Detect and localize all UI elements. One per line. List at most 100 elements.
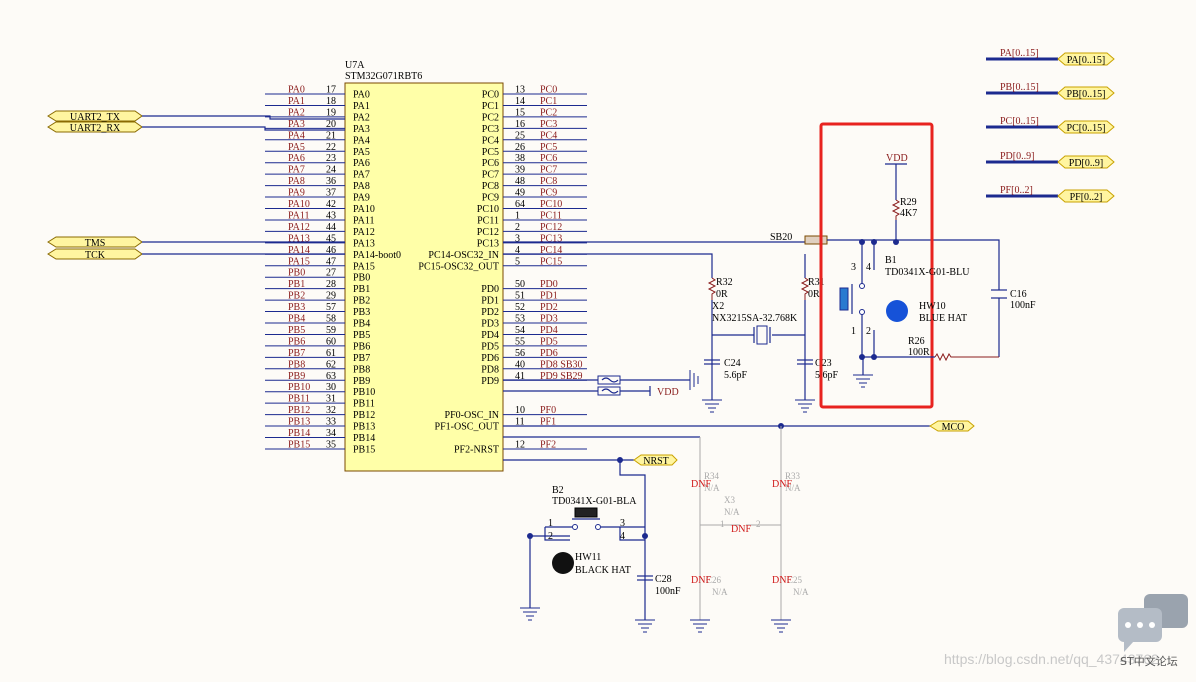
pin-net-label: PB7 [288, 348, 305, 359]
vdd-port-pd9[interactable]: VDD [649, 386, 679, 398]
r29-resistor[interactable] [891, 199, 901, 220]
r31-resistor[interactable] [800, 277, 810, 300]
r26-resistor[interactable] [934, 352, 999, 362]
pin-net-label: PB8 [288, 359, 305, 370]
c24-val: 5.6pF [724, 370, 748, 381]
r32-ref: R32 [716, 277, 733, 288]
bus-port[interactable]: PD[0..9]PD[0..9] [986, 151, 1115, 169]
bus-port[interactable]: PF[0..2]PF[0..2] [986, 185, 1115, 203]
sb29-bridge[interactable] [597, 386, 621, 396]
pin-number: 54 [515, 325, 525, 336]
c24-capacitor[interactable] [704, 359, 720, 365]
bus-port[interactable]: PC[0..15]PC[0..15] [986, 116, 1115, 134]
bus-port[interactable]: PB[0..15]PB[0..15] [986, 82, 1115, 100]
c26-dnf: DNF [691, 575, 711, 586]
bus-port[interactable]: PA[0..15]PA[0..15] [986, 48, 1115, 66]
c23-capacitor[interactable] [797, 359, 813, 365]
junction-dot [527, 533, 533, 539]
pin-number: 35 [326, 439, 336, 450]
pin-name: PA11 [353, 215, 375, 226]
sb20-jumper[interactable] [804, 235, 828, 245]
x2-crystal[interactable] [753, 325, 771, 345]
bus-port-shape [1057, 155, 1115, 169]
c28-capacitor[interactable] [637, 575, 653, 581]
r32-resistor[interactable] [707, 277, 717, 300]
port-tck[interactable]: TCK [47, 248, 143, 261]
port-nrst[interactable]: NRST [633, 454, 678, 467]
pin-name: PC10 [477, 204, 499, 215]
pin-name: PA9 [353, 193, 370, 204]
port-uart2-rx[interactable]: UART2_RX [47, 121, 143, 134]
ground-c23-symbol [795, 399, 815, 413]
pin-net-label: PB10 [288, 382, 310, 393]
c16-capacitor[interactable] [991, 289, 1007, 299]
port-uart2-tx[interactable]: UART2_TX [47, 110, 143, 123]
b1-push-button[interactable]: 3 4 1 2 [839, 262, 871, 337]
pin-net-label: PD5 [540, 336, 558, 347]
junction-dot [871, 239, 877, 245]
port-tms[interactable]: TMS [47, 236, 143, 249]
sb30-bridge[interactable] [597, 375, 621, 385]
port-mco[interactable]: MCO [929, 420, 975, 433]
mcu-body[interactable] [344, 82, 504, 472]
b2-push-button[interactable]: 1 2 3 4 [544, 507, 645, 542]
pin-number: 45 [326, 233, 336, 244]
